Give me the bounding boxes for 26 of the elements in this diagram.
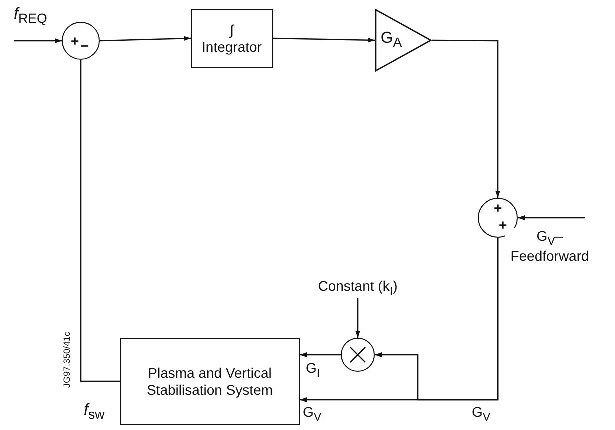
arrow [356, 298, 360, 338]
arrow [14, 38, 62, 44]
signal-label: f$_{sw}$ [84, 402, 105, 422]
block-label: Integrator [202, 38, 262, 56]
summing-junction [62, 22, 100, 60]
arrow [518, 216, 585, 220]
gain-label: G$_{A}$ [380, 29, 402, 52]
figure-code: JG97.350/41c [62, 332, 72, 388]
multiplier-circle [341, 338, 375, 372]
connector-line [80, 60, 120, 382]
integral-symbol: ∫ [230, 22, 234, 38]
arrow [272, 38, 376, 43]
edge-label: f$_{REQ}$ [14, 6, 48, 26]
arrow [375, 238, 499, 401]
block-box [120, 338, 300, 425]
sign-symbol: + [494, 201, 502, 215]
sign-symbol: + [71, 34, 80, 48]
block-box [191, 9, 273, 68]
arrow [100, 36, 192, 42]
block-label: Plasma and Vertical Stabilisation System [146, 364, 274, 398]
arrow [432, 40, 500, 198]
arrow [300, 352, 341, 358]
block-label: Constant (k$_{I}$) [318, 278, 398, 298]
summing-junction [478, 198, 518, 238]
sign-symbol: + [499, 218, 508, 232]
sign-symbol: – [81, 38, 89, 52]
